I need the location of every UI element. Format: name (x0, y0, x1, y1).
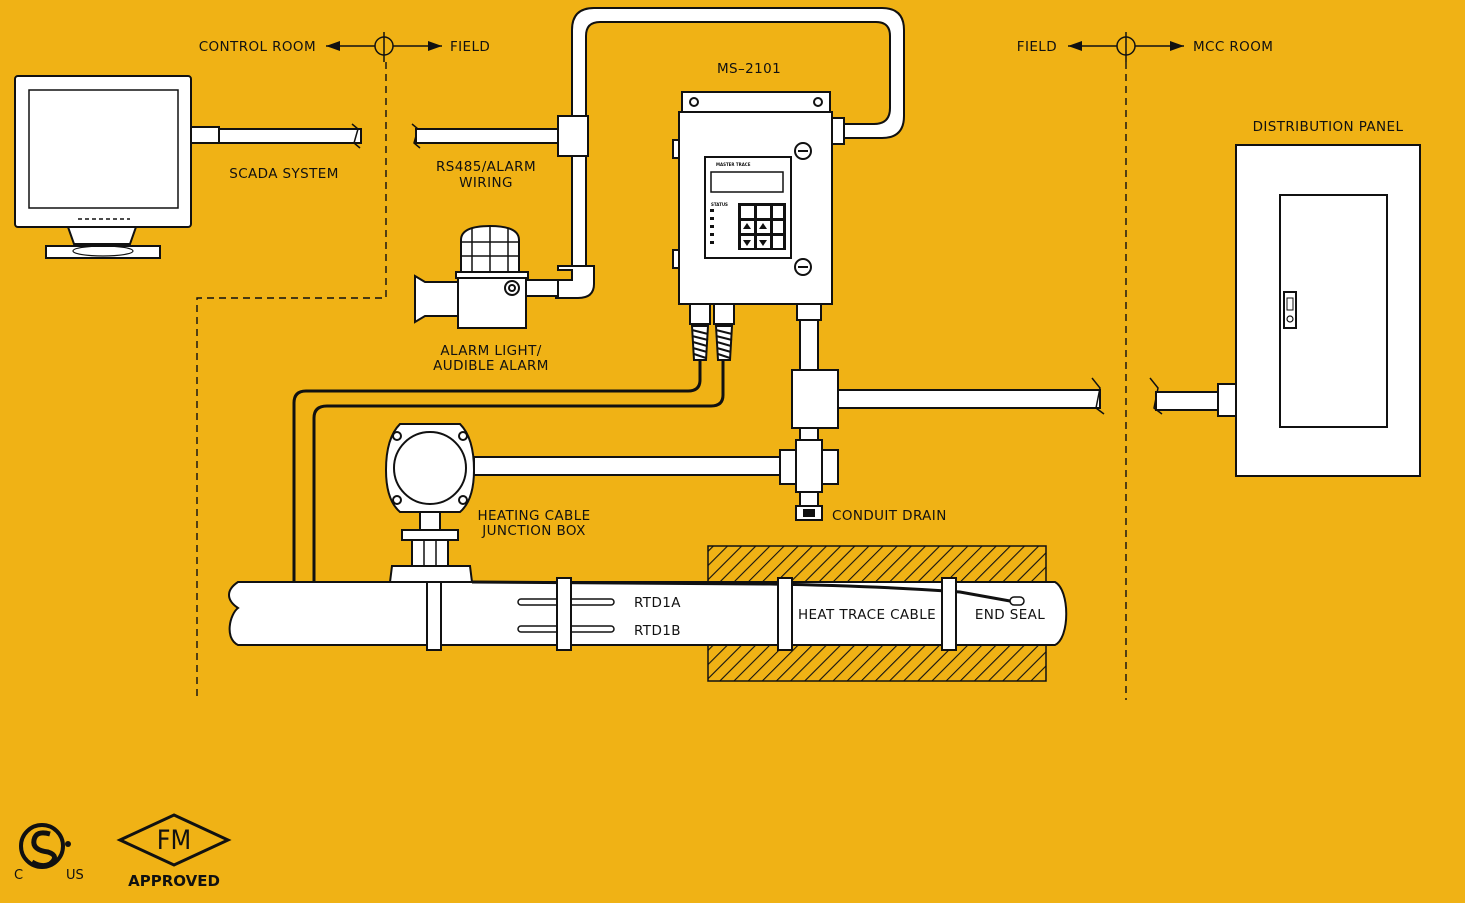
conduit-drain-label: CONDUIT DRAIN (832, 508, 947, 524)
fm-approved-logo: FM APPROVED (116, 813, 232, 890)
controller-brand-text: MASTER TRACE (716, 162, 751, 167)
field-left-label: FIELD (450, 39, 490, 55)
scada-system-label: SCADA SYSTEM (229, 166, 339, 182)
control-room-boundary (196, 62, 387, 700)
insulation-bottom (707, 644, 1047, 682)
control-room-label: CONTROL ROOM (199, 39, 316, 55)
distribution-panel-label: DISTRIBUTION PANEL (1253, 119, 1404, 135)
rs485-label-line2: WIRING (459, 175, 513, 191)
sensor-cable-glands (689, 303, 735, 361)
scada-cable (190, 123, 362, 149)
end-seal-label: END SEAL (975, 607, 1045, 623)
fm-approved-text: APPROVED (128, 872, 220, 890)
rs485-label-line1: RS485/ALARM (436, 159, 536, 175)
computer-monitor-icon (14, 75, 192, 259)
insulation-top (707, 545, 1047, 583)
junction-label-line2: JUNCTION BOX (481, 523, 585, 539)
heat-trace-cable-label: HEAT TRACE CABLE (798, 607, 936, 623)
junction-label-line1: HEATING CABLE (477, 508, 590, 524)
alarm-beacon-icon (414, 224, 529, 329)
alarm-label-line1: ALARM LIGHT/ (440, 343, 541, 359)
csa-logo: C US (14, 823, 84, 883)
pipe-straps (426, 575, 957, 651)
feeder-to-panel (1149, 377, 1237, 417)
conduit-drain-fitting (473, 439, 839, 521)
field-right-label: FIELD (1017, 39, 1057, 55)
csa-us-text: US (66, 868, 84, 883)
right-boundary-marker (1068, 32, 1184, 62)
mcc-room-label: MCC ROOM (1193, 39, 1273, 55)
alarm-label-line2: AUDIBLE ALARM (433, 358, 549, 374)
controller-model-label: MS–2101 (717, 61, 781, 77)
junction-box-icon (384, 423, 476, 583)
distribution-panel-icon (1235, 144, 1421, 477)
controller-icon: MASTER TRACE STATUS (672, 91, 833, 305)
controller-status-text: STATUS (711, 202, 728, 207)
fm-text: FM (157, 825, 191, 855)
csa-c-text: C (14, 868, 23, 883)
left-boundary-marker (326, 32, 442, 62)
rtd1b-label: RTD1B (634, 623, 681, 639)
power-conduit (791, 303, 1105, 441)
top-conduit-loop (525, 7, 905, 299)
rs485-cable (411, 123, 561, 149)
rtd1a-label: RTD1A (634, 595, 681, 611)
